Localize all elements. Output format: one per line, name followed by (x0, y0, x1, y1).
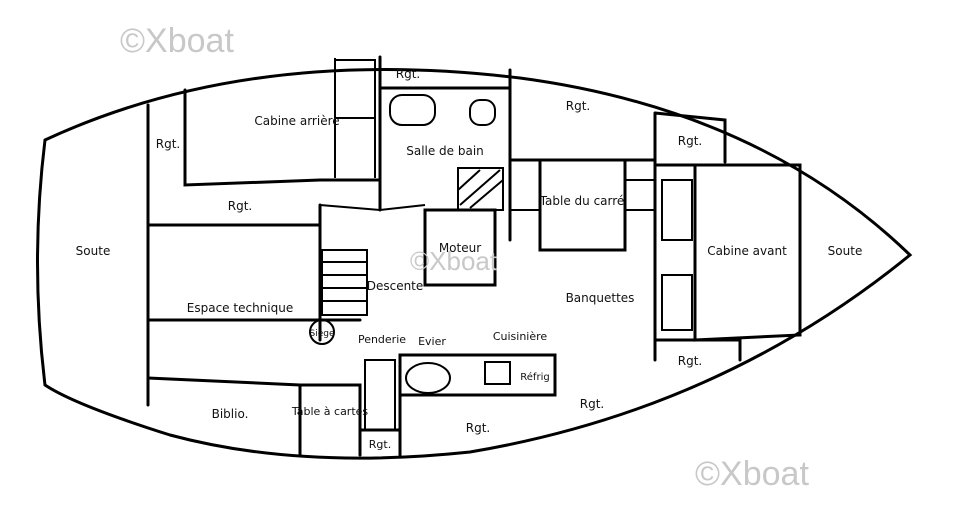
door (319, 204, 426, 212)
bench (510, 179, 655, 211)
label-cuisiniere: Cuisinière (493, 330, 548, 343)
label-refrig: Réfrig (520, 371, 549, 383)
label-penderie: Penderie (358, 333, 406, 346)
wall (378, 68, 512, 242)
label-soute-arriere: Soute (76, 244, 111, 258)
wall (183, 55, 382, 187)
label-salle-de-bain: Salle de bain (406, 144, 484, 158)
label-rgt: Rgt. (566, 99, 590, 113)
label-rgt: Rgt. (156, 137, 180, 151)
label-rgt: Rgt. (580, 397, 604, 411)
stairs-icon (321, 249, 368, 316)
wall (146, 203, 322, 342)
wall (298, 353, 557, 457)
wall (653, 188, 802, 362)
watermark: ©Xboat (120, 22, 234, 60)
stair-steps (322, 261, 367, 302)
hull-outline (36, 67, 913, 460)
label-cabine-arriere: Cabine arrière (254, 114, 339, 128)
wardrobe (364, 359, 396, 431)
berth (334, 58, 376, 178)
shower-hatch (457, 169, 504, 209)
label-banquettes: Banquettes (566, 291, 635, 305)
label-moteur: Moteur (439, 241, 481, 255)
label-evier: Evier (418, 335, 446, 348)
label-rgt: Rgt. (678, 134, 702, 148)
sink-icon (389, 94, 436, 126)
label-rgt: Rgt. (396, 67, 420, 81)
label-rgt: Rgt. (678, 354, 702, 368)
wall (653, 111, 727, 164)
seat-icon (309, 319, 335, 345)
cushions (661, 179, 693, 331)
label-descente: Descente (367, 279, 424, 293)
label-siege: Siège (309, 328, 334, 339)
label-biblio: Biblio. (212, 407, 249, 421)
stove-icon (484, 361, 511, 385)
label-table-du-carre: Table du carré (539, 194, 625, 208)
watermark: ©Xboat (410, 246, 498, 276)
label-soute-avant: Soute (828, 244, 863, 258)
engine-box (423, 208, 497, 287)
sink-double-icon (405, 362, 451, 394)
label-rgt: Rgt. (466, 421, 490, 435)
label-cabine-avant: Cabine avant (707, 244, 787, 258)
label-rgt: Rgt. (228, 199, 252, 213)
label-espace-technique: Espace technique (187, 301, 293, 315)
label-rgt: Rgt. (369, 438, 391, 451)
watermark: ©Xboat (695, 455, 809, 493)
label-table-a-cartes: Table à cartes (291, 405, 369, 418)
toilet-icon (469, 99, 496, 126)
